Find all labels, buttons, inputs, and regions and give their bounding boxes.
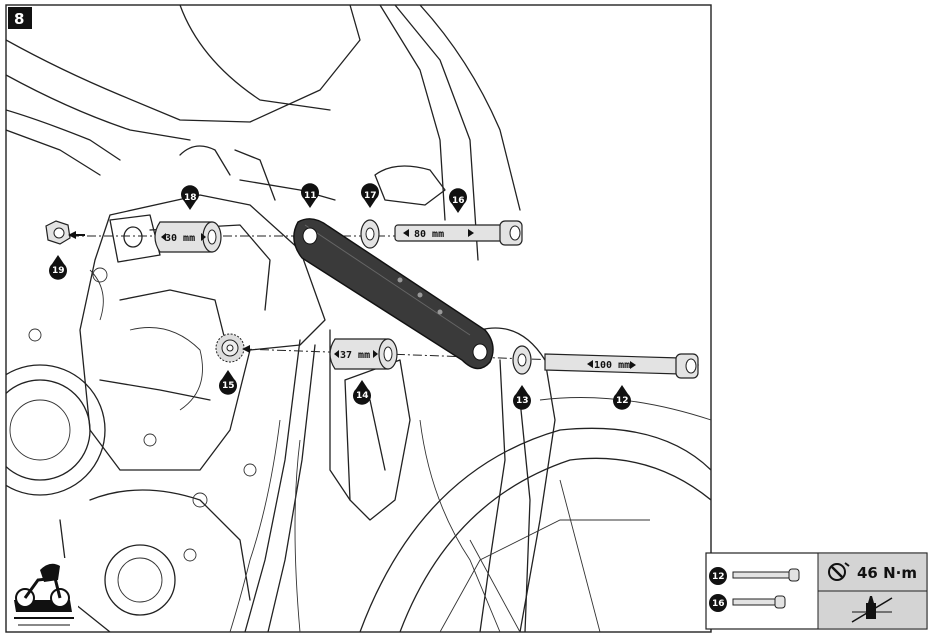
- step-badge: 8: [8, 7, 32, 29]
- no-threadlock-icon: [851, 596, 893, 623]
- washer-13: [512, 345, 532, 375]
- callout-11: 11: [300, 183, 319, 208]
- callout-15: 15: [218, 370, 237, 395]
- nut-19: [45, 220, 85, 245]
- washer-17: [360, 219, 380, 249]
- svg-text:13: 13: [516, 396, 529, 406]
- svg-text:15: 15: [222, 381, 235, 391]
- torque-wrench-icon: [828, 562, 850, 581]
- svg-text:18: 18: [184, 193, 197, 203]
- washer-15: [215, 333, 250, 363]
- callout-13: 13: [513, 385, 531, 410]
- spacer-14: 37 mm: [329, 338, 398, 370]
- svg-text:17: 17: [364, 191, 377, 201]
- spacer-18: 30 mm: [154, 221, 222, 253]
- svg-text:12: 12: [712, 572, 725, 582]
- svg-text:19: 19: [52, 266, 65, 276]
- svg-text:16: 16: [712, 599, 725, 609]
- bolt-12: 100 mm: [544, 353, 699, 379]
- callout-16: 16: [449, 188, 467, 213]
- svg-text:14: 14: [356, 391, 369, 401]
- dim-spacer-18: 30 mm: [165, 233, 195, 244]
- torque-value: 46 N·m: [857, 564, 917, 582]
- panel-bolt-16: 16: [709, 594, 786, 612]
- callout-12: 12: [613, 385, 632, 410]
- dim-bolt-16: 80 mm: [414, 229, 444, 240]
- step-number: 8: [14, 10, 24, 28]
- panel-bolt-12: 12: [709, 567, 800, 585]
- motorcycle-side-icon: [8, 558, 78, 630]
- diagram-frame: [5, 4, 712, 633]
- callout-14: 14: [353, 380, 372, 405]
- motorcycle-lineart: [6, 5, 711, 632]
- svg-text:11: 11: [304, 191, 317, 201]
- torque-panel: 12 16 46 N·m: [705, 552, 928, 630]
- bolt-16: 80 mm: [394, 220, 523, 246]
- callout-18: 18: [180, 185, 200, 210]
- svg-text:12: 12: [616, 396, 629, 406]
- callout-17: 17: [361, 183, 380, 208]
- dim-spacer-14: 37 mm: [340, 350, 370, 361]
- callout-19: 19: [49, 255, 67, 280]
- dim-bolt-12: 100 mm: [594, 360, 630, 371]
- bracket-11: [293, 218, 494, 370]
- svg-text:16: 16: [452, 196, 465, 206]
